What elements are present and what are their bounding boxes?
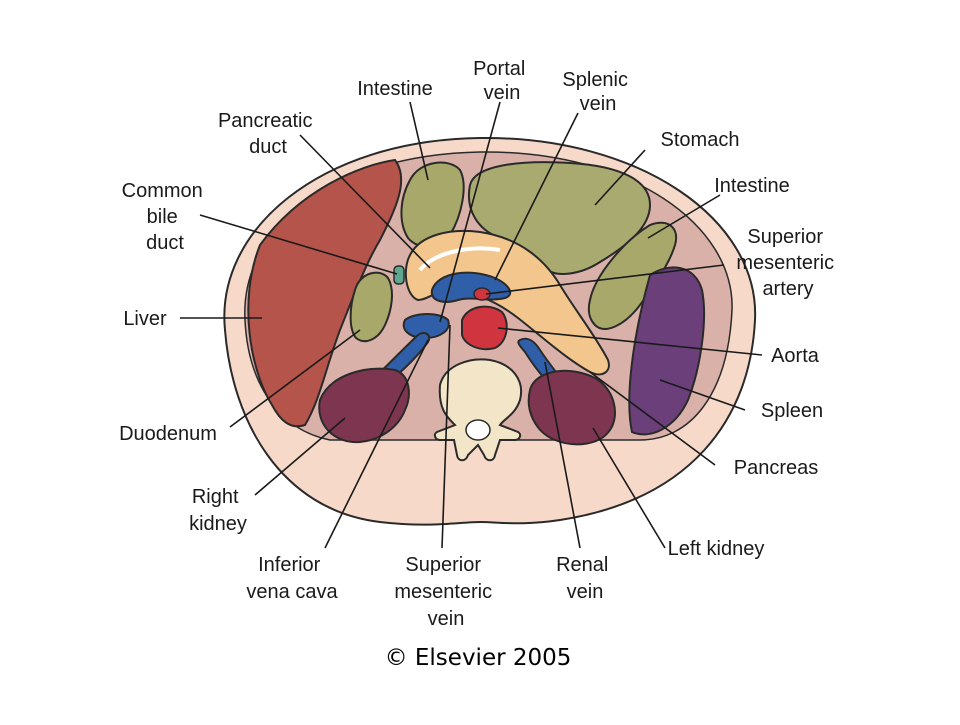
label-splenic-vein: Splenic vein xyxy=(562,69,633,115)
label-inferior-vena-cava: Inferior vena cava xyxy=(246,554,338,603)
label-renal-vein: Renal vein xyxy=(556,554,614,603)
common-bile-duct xyxy=(393,265,405,285)
label-portal-vein: Portal vein xyxy=(473,58,531,104)
label-superior-mesenteric-artery: Superior mesenteric artery xyxy=(736,226,839,300)
spleen xyxy=(628,266,705,436)
vertebra xyxy=(433,358,523,462)
label-intestine-right: Intestine xyxy=(714,175,790,197)
label-pancreas: Pancreas xyxy=(734,457,819,479)
copyright-notice: © Elsevier 2005 xyxy=(385,645,572,671)
liver xyxy=(247,158,403,428)
label-duodenum: Duodenum xyxy=(119,423,217,445)
duodenum xyxy=(349,271,393,343)
label-spleen: Spleen xyxy=(761,400,823,422)
superior-mesenteric-vein xyxy=(402,313,450,340)
label-intestine-top: Intestine xyxy=(357,78,433,100)
leader-lines xyxy=(180,101,763,549)
pancreatic-duct xyxy=(418,246,501,272)
label-stomach: Stomach xyxy=(661,129,740,151)
label-pancreatic-duct: Pancreatic duct xyxy=(218,110,318,158)
label-right-kidney: Right kidney xyxy=(189,486,247,535)
spinal-canal xyxy=(465,419,491,441)
labels: Intestine Portal vein Splenic vein Pancr… xyxy=(119,58,839,671)
label-common-bile-duct: Common bile duct xyxy=(122,180,209,254)
label-left-kidney: Left kidney xyxy=(668,538,765,560)
aorta xyxy=(461,305,508,351)
label-liver: Liver xyxy=(123,308,167,330)
label-superior-mesenteric-vein: Superior mesenteric vein xyxy=(394,554,497,630)
label-aorta: Aorta xyxy=(771,345,820,367)
